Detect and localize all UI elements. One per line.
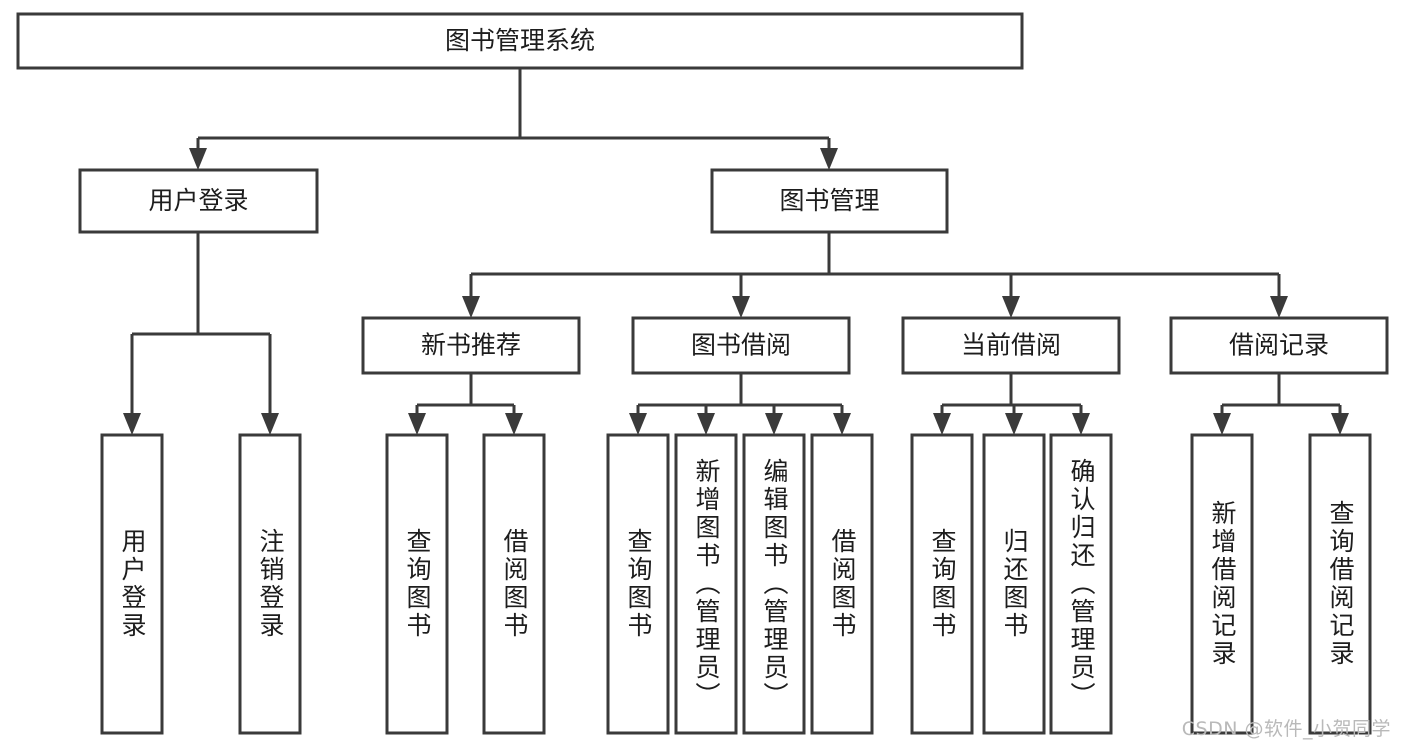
arrow-head-icon: [1002, 296, 1020, 318]
node-box[interactable]: [1049, 433, 1113, 735]
node-leaf-query-book-recommend[interactable]: [385, 433, 449, 735]
node-box[interactable]: [606, 433, 670, 735]
node-new-book-recommend[interactable]: 新书推荐: [361, 316, 581, 375]
node-box[interactable]: [631, 316, 851, 375]
node-box[interactable]: [16, 12, 1024, 70]
arrow-head-icon: [189, 148, 207, 170]
node-label: 当前借阅: [961, 331, 1061, 360]
connector-record-to-leaves: [1220, 373, 1342, 415]
node-box[interactable]: [1169, 316, 1389, 375]
node-box[interactable]: [742, 433, 806, 735]
node-root[interactable]: 图书管理系统: [16, 12, 1024, 70]
arrow-head-icon: [462, 296, 480, 318]
node-leaf-borrow-book-recommend[interactable]: [482, 433, 546, 735]
node-borrow-record[interactable]: 借阅记录: [1169, 316, 1389, 375]
node-box[interactable]: [361, 316, 581, 375]
connector-borrow-to-leaves: [636, 373, 844, 415]
connector-root-to-level2: [196, 68, 831, 150]
node-label: 用户登录: [148, 186, 248, 215]
arrow-head-icon: [1005, 413, 1023, 435]
node-box[interactable]: [901, 316, 1121, 375]
node-box[interactable]: [1308, 433, 1372, 735]
arrow-head-icon: [1072, 413, 1090, 435]
arrow-head-icon: [123, 413, 141, 435]
node-box[interactable]: [674, 433, 738, 735]
connector-recommend-to-leaves: [415, 373, 516, 415]
node-leaf-add-book-admin[interactable]: [674, 433, 738, 735]
node-leaf-borrow-book[interactable]: [810, 433, 874, 735]
node-book-borrow[interactable]: 图书借阅: [631, 316, 851, 375]
arrow-head-icon: [820, 148, 838, 170]
node-leaf-query-book-borrow[interactable]: [606, 433, 670, 735]
connector-book-manage-to-level3: [469, 232, 1281, 298]
node-leaf-user-login[interactable]: [100, 433, 164, 735]
arrow-head-icon: [408, 413, 426, 435]
node-box[interactable]: [1190, 433, 1254, 735]
arrow-head-icon: [261, 413, 279, 435]
node-current-borrow[interactable]: 当前借阅: [901, 316, 1121, 375]
arrow-head-icon: [1331, 413, 1349, 435]
node-book-manage[interactable]: 图书管理: [710, 168, 949, 234]
node-leaf-edit-book-admin[interactable]: [742, 433, 806, 735]
node-leaf-return-book[interactable]: [982, 433, 1046, 735]
node-leaf-logout[interactable]: [238, 433, 302, 735]
node-label: 图书管理: [779, 186, 879, 215]
node-label: 图书借阅: [691, 331, 791, 360]
arrow-head-icon: [1270, 296, 1288, 318]
node-box[interactable]: [100, 433, 164, 735]
node-label: 新书推荐: [421, 331, 521, 360]
node-leaf-confirm-return-admin[interactable]: [1049, 433, 1113, 735]
node-label: 图书管理系统: [445, 26, 595, 55]
node-leaf-query-borrow-record[interactable]: [1308, 433, 1372, 735]
node-box[interactable]: [982, 433, 1046, 735]
arrow-head-icon: [697, 413, 715, 435]
connector-current-to-leaves: [940, 373, 1083, 415]
arrow-head-icon: [833, 413, 851, 435]
arrow-head-icon: [629, 413, 647, 435]
connector-user-login-to-leaves: [130, 232, 272, 415]
node-label: 借阅记录: [1229, 331, 1329, 360]
arrow-head-icon: [1213, 413, 1231, 435]
connector-layer: [123, 68, 1349, 435]
node-box[interactable]: [78, 168, 319, 234]
node-box[interactable]: [910, 433, 974, 735]
node-leaf-query-book-current[interactable]: [910, 433, 974, 735]
node-user-login[interactable]: 用户登录: [78, 168, 319, 234]
csdn-watermark: CSDN @软件_小贺同学: [1181, 718, 1391, 740]
arrow-head-icon: [505, 413, 523, 435]
node-box[interactable]: [238, 433, 302, 735]
arrow-head-icon: [732, 296, 750, 318]
arrow-head-icon: [933, 413, 951, 435]
node-box[interactable]: [810, 433, 874, 735]
node-leaf-add-borrow-record[interactable]: [1190, 433, 1254, 735]
node-box[interactable]: [710, 168, 949, 234]
node-box[interactable]: [385, 433, 449, 735]
arrow-head-icon: [765, 413, 783, 435]
node-box[interactable]: [482, 433, 546, 735]
